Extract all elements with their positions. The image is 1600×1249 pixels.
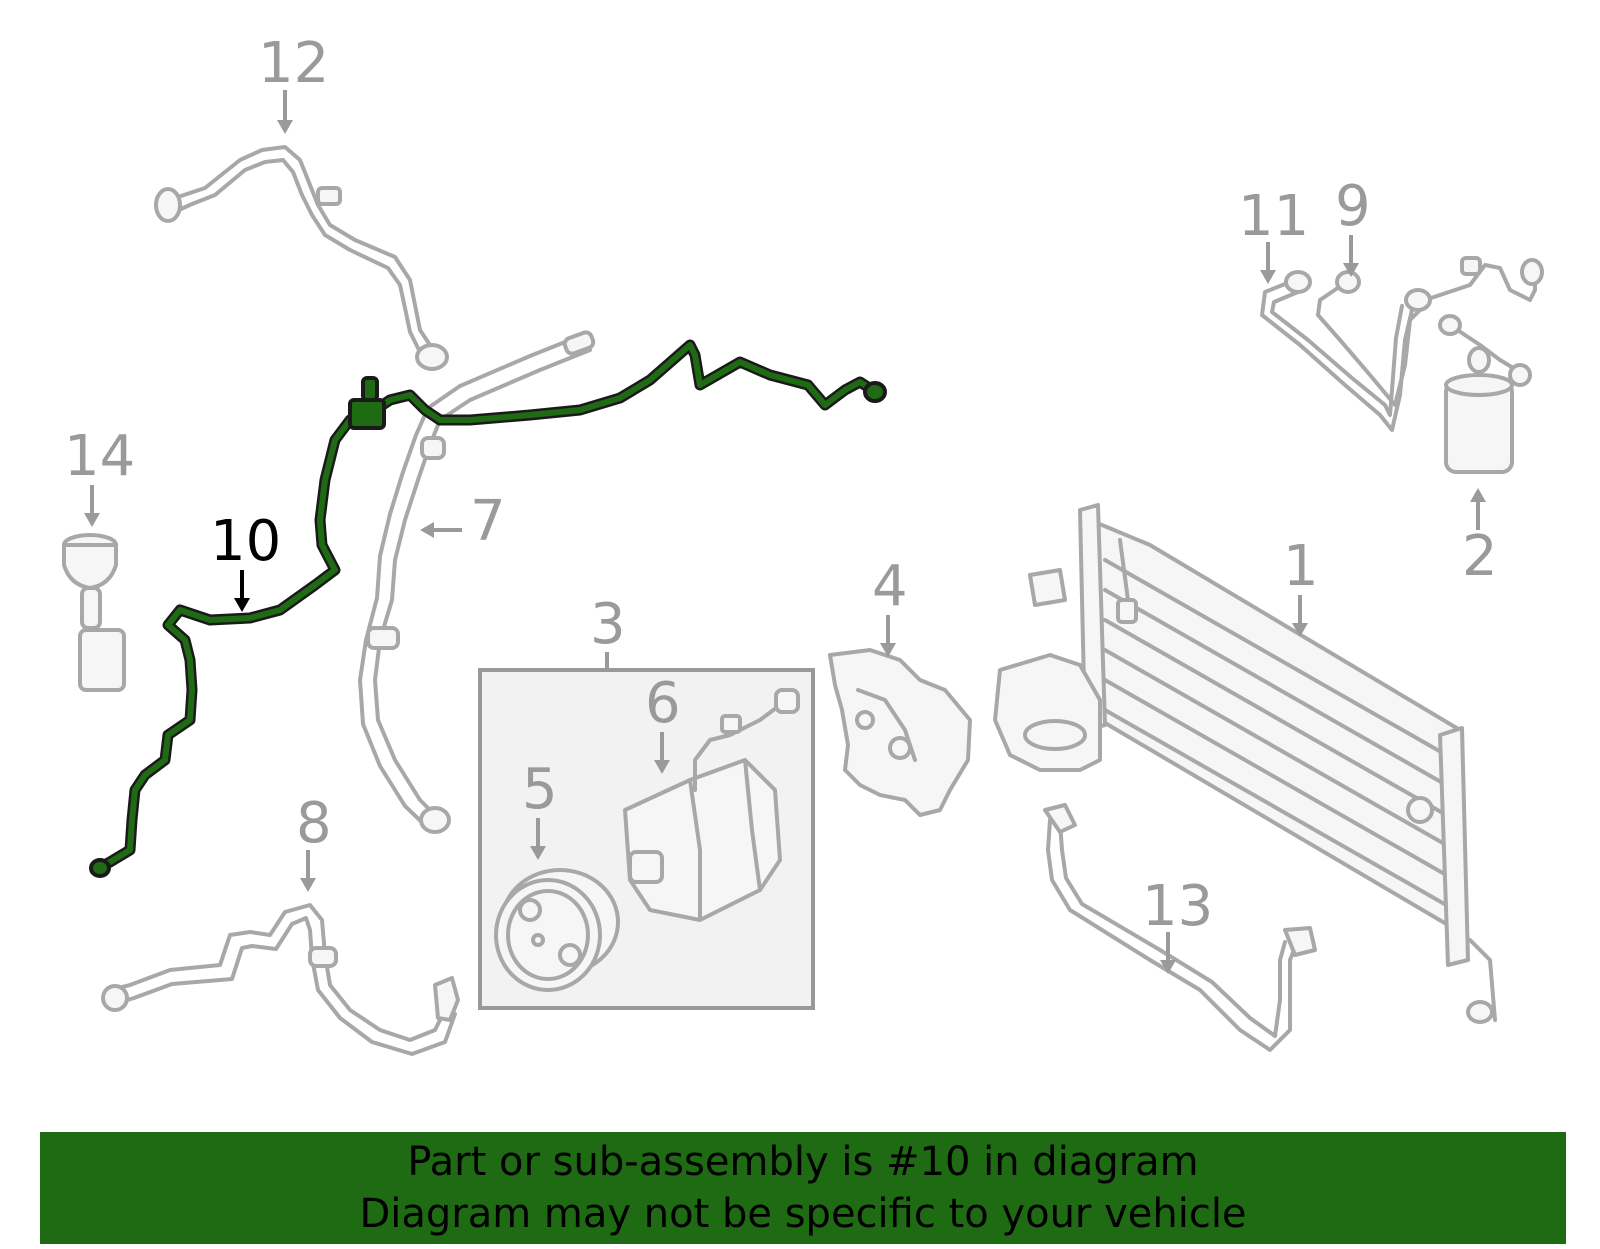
callout-3: 3 xyxy=(590,592,626,670)
callout-14-label: 14 xyxy=(64,424,135,489)
info-banner: Part or sub-assembly is #10 in diagram D… xyxy=(40,1132,1566,1244)
callout-10-label: 10 xyxy=(210,509,281,574)
banner-line-2: Diagram may not be specific to your vehi… xyxy=(359,1191,1247,1237)
part-8-hose[interactable] xyxy=(101,903,460,1056)
callout-7: 7 xyxy=(420,489,506,554)
part-10-highlighted-line[interactable] xyxy=(89,339,887,878)
part-12-hose[interactable] xyxy=(154,145,449,371)
callout-1: 1 xyxy=(1283,534,1319,637)
part-10-end-fitting-right xyxy=(863,381,887,403)
part-7-hose[interactable] xyxy=(358,330,596,834)
callout-2-label: 2 xyxy=(1462,524,1498,589)
callout-2: 2 xyxy=(1462,488,1498,589)
part-10-fitting-top xyxy=(361,376,379,402)
callout-9: 9 xyxy=(1335,174,1371,277)
part-6-compressor[interactable] xyxy=(623,688,800,922)
callout-4-label: 4 xyxy=(872,554,908,619)
callout-6: 6 xyxy=(645,671,681,774)
part-1-condenser[interactable] xyxy=(993,503,1497,1024)
callout-8-label: 8 xyxy=(296,791,332,856)
callout-7-label: 7 xyxy=(470,489,506,554)
callout-13-label: 13 xyxy=(1142,874,1213,939)
part-10-end-fitting-left xyxy=(89,858,111,878)
part-4-bracket[interactable] xyxy=(828,648,972,817)
callout-5: 5 xyxy=(522,757,558,860)
part-13-hose[interactable] xyxy=(1043,803,1317,1052)
callout-11-label: 11 xyxy=(1238,184,1309,249)
callout-5-label: 5 xyxy=(522,757,558,822)
part-5-clutch-pulley[interactable] xyxy=(494,868,620,992)
condenser-fins xyxy=(1103,558,1457,912)
part-10-fitting-block xyxy=(348,398,386,430)
callout-12-label: 12 xyxy=(258,31,329,96)
callout-1-label: 1 xyxy=(1283,534,1319,599)
part-9-line[interactable] xyxy=(1316,256,1544,407)
callout-9-label: 9 xyxy=(1335,174,1371,239)
callout-11: 11 xyxy=(1238,184,1309,284)
part-2-receiver-drier[interactable] xyxy=(1438,314,1532,474)
callout-12: 12 xyxy=(258,31,329,134)
banner-line-1: Part or sub-assembly is #10 in diagram xyxy=(407,1139,1199,1185)
callout-8: 8 xyxy=(296,791,332,892)
part-14-switch[interactable] xyxy=(62,533,126,692)
callout-4: 4 xyxy=(872,554,908,657)
callout-14: 14 xyxy=(64,424,135,527)
callout-13: 13 xyxy=(1142,874,1213,974)
callout-3-label: 3 xyxy=(590,592,626,657)
part-10-line-color xyxy=(92,342,883,873)
callout-10: 10 xyxy=(210,509,281,612)
callout-6-label: 6 xyxy=(645,671,681,736)
part-11-line[interactable] xyxy=(1260,270,1414,432)
